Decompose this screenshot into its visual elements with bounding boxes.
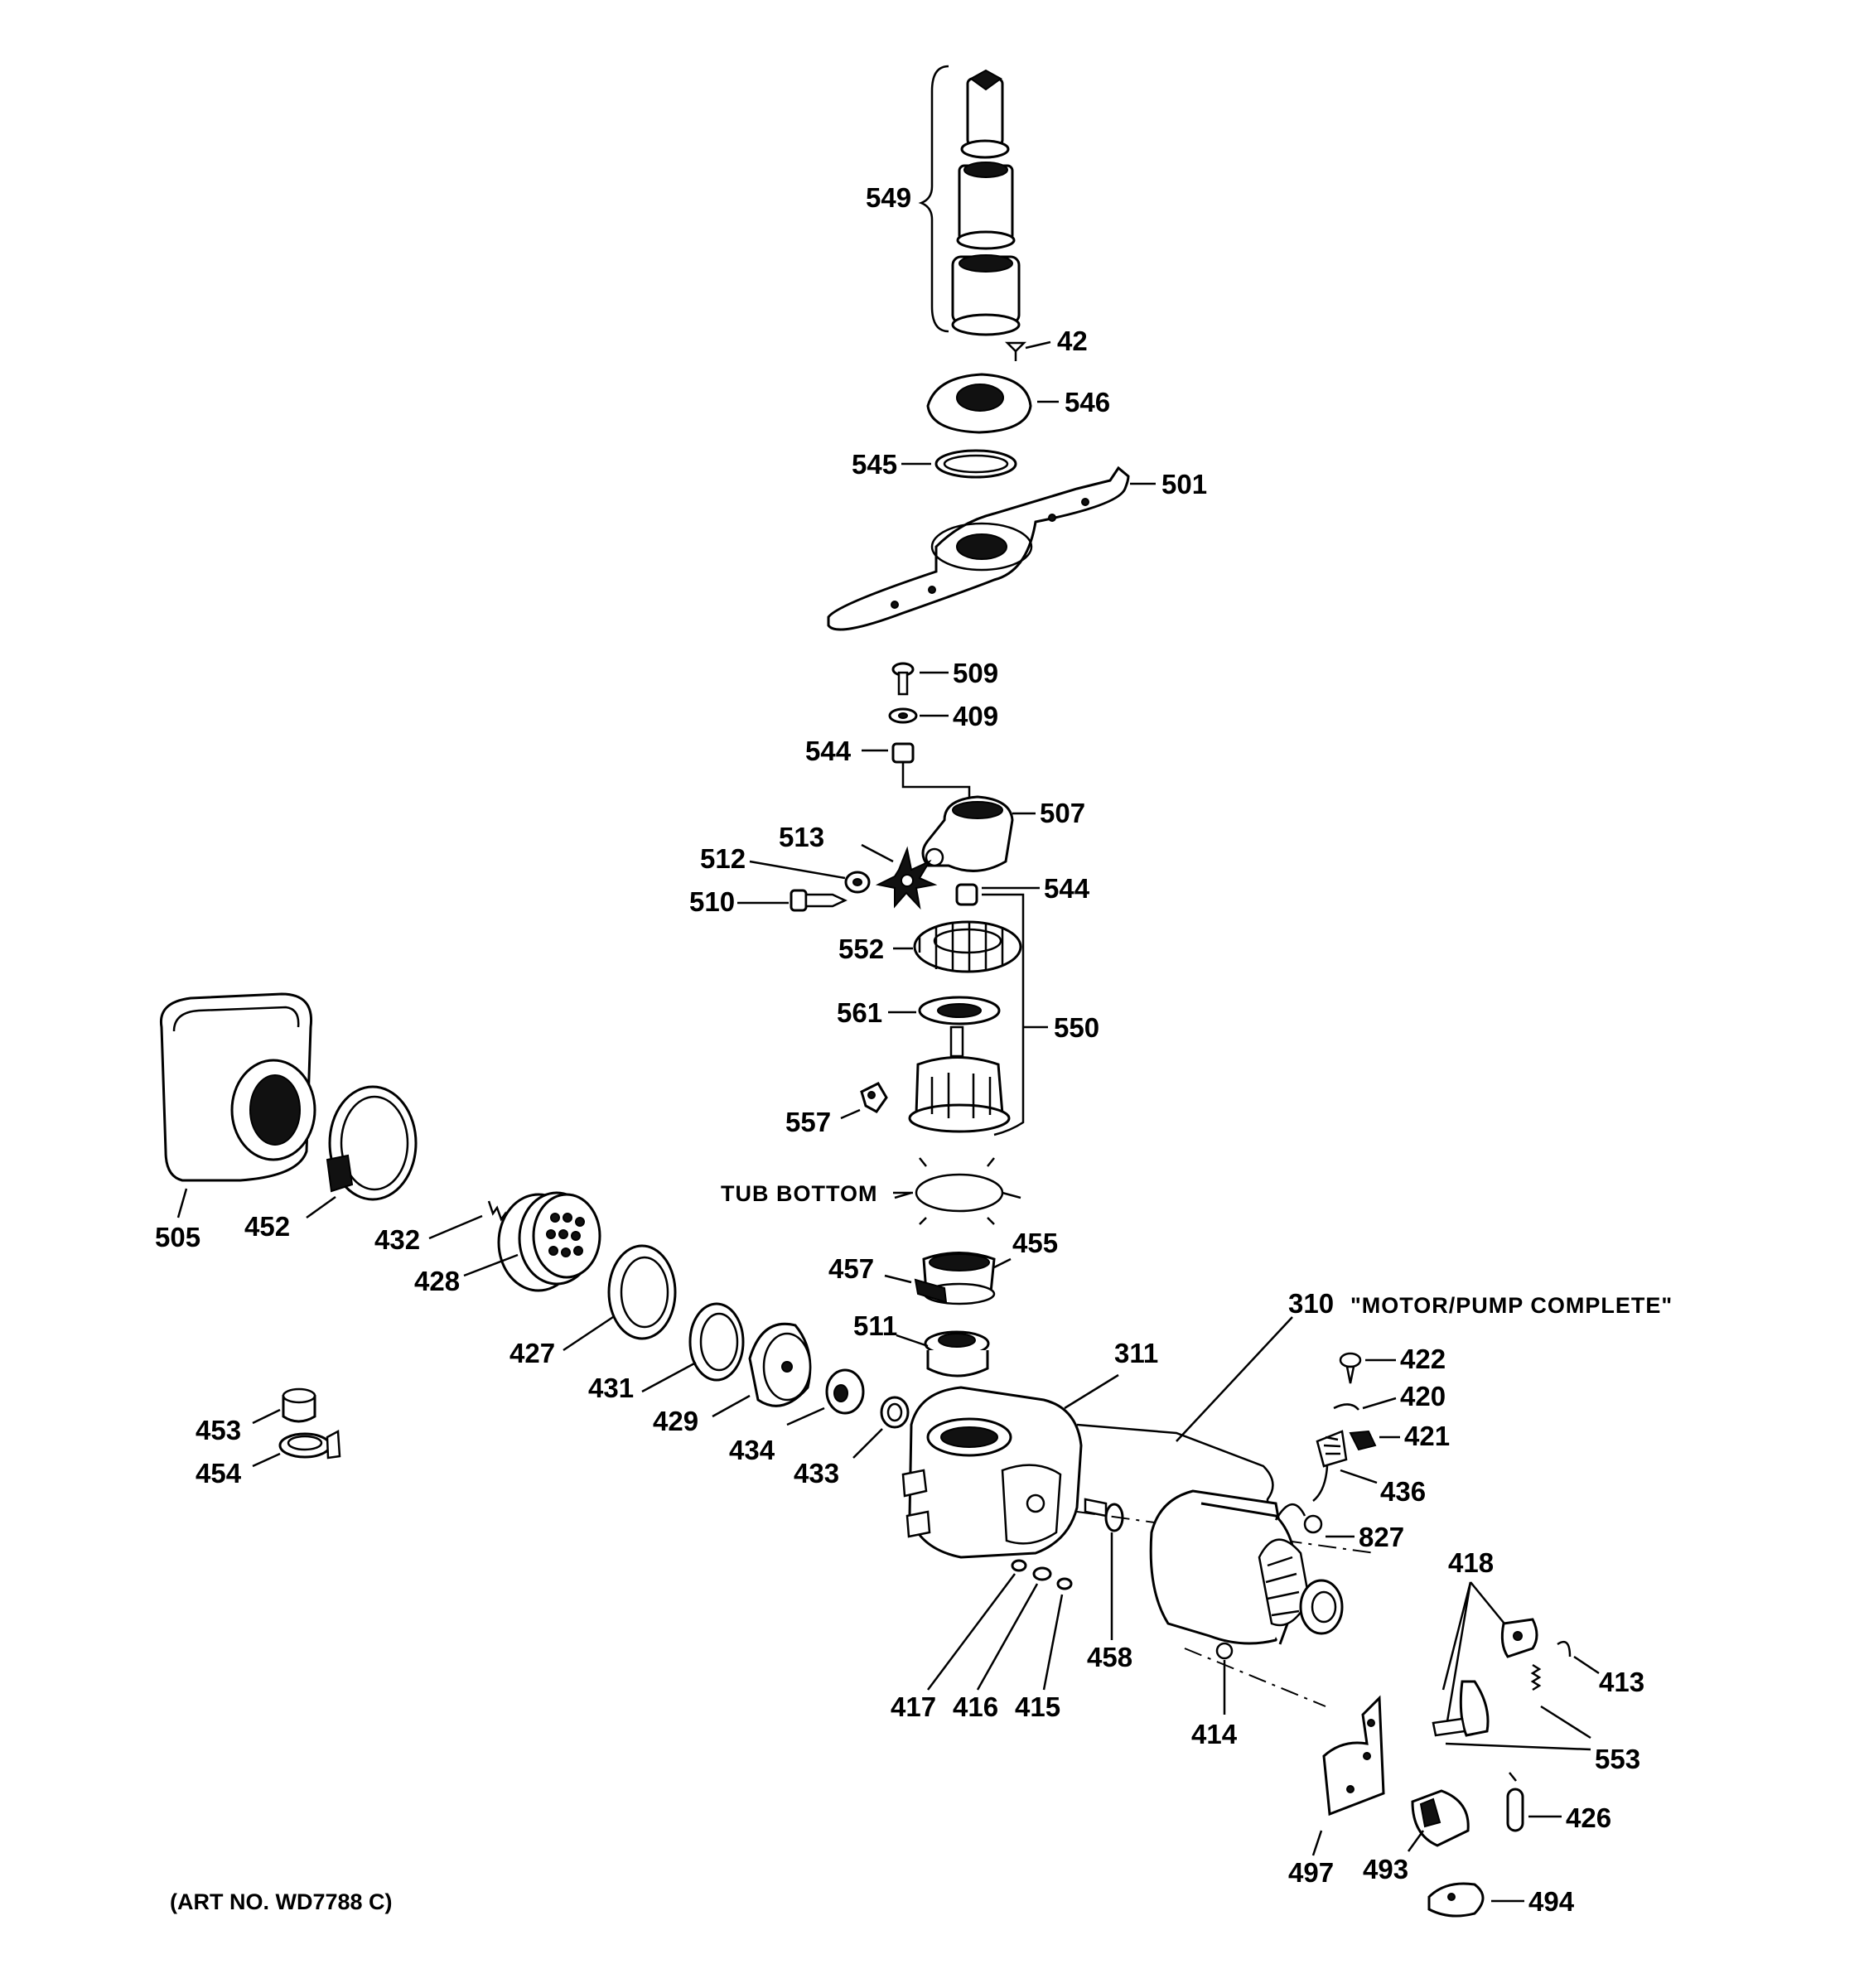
callout-416: 416 xyxy=(953,1691,998,1722)
callout-415: 415 xyxy=(1015,1691,1060,1722)
part-550-pump-housing xyxy=(908,1025,1011,1133)
part-549-tube-assembly xyxy=(918,65,1021,336)
callout-553: 553 xyxy=(1595,1744,1640,1774)
part-432-spring xyxy=(428,1200,511,1240)
part-429-cover xyxy=(712,1322,812,1418)
callout-507: 507 xyxy=(1040,798,1085,828)
part-311-pump-body xyxy=(901,1373,1119,1559)
callout-552: 552 xyxy=(838,934,884,964)
callout-512: 512 xyxy=(700,843,746,874)
callout-509: 509 xyxy=(953,658,998,688)
part-552-gear-ring xyxy=(893,920,1022,973)
callout-453: 453 xyxy=(196,1415,241,1445)
callout-420: 420 xyxy=(1400,1381,1446,1411)
callout-427: 427 xyxy=(509,1338,555,1368)
callout-311: 311 xyxy=(1114,1338,1158,1368)
part-458-screw xyxy=(1084,1498,1124,1640)
callout-409: 409 xyxy=(953,701,998,731)
part-513-gear xyxy=(861,843,938,910)
part-550-bracket xyxy=(982,893,1025,1136)
part-507-hub xyxy=(921,795,1036,872)
part-457-clamp xyxy=(884,1274,948,1304)
callout-493: 493 xyxy=(1363,1854,1408,1884)
part-561-washer xyxy=(888,996,1001,1025)
callout-497: 497 xyxy=(1288,1857,1334,1888)
callout-561: 561 xyxy=(837,997,882,1028)
callout-432: 432 xyxy=(374,1224,420,1255)
callout-455: 455 xyxy=(1012,1228,1058,1258)
part-544-nut-upper xyxy=(862,742,971,797)
tub-bottom-label: TUB BOTTOM xyxy=(721,1181,877,1206)
part-509-screw xyxy=(891,662,949,696)
callout-421: 421 xyxy=(1404,1421,1450,1451)
part-493-switch xyxy=(1407,1789,1470,1852)
part-434-impeller xyxy=(786,1368,865,1426)
callout-428: 428 xyxy=(414,1266,460,1296)
callout-549: 549 xyxy=(866,182,911,213)
callout-458: 458 xyxy=(1087,1642,1132,1672)
callout-422: 422 xyxy=(1400,1344,1446,1374)
part-310-motor xyxy=(1149,1489,1344,1715)
part-510-shaft-screw xyxy=(737,889,847,912)
part-42-screw xyxy=(1004,340,1051,361)
callout-413: 413 xyxy=(1599,1667,1644,1697)
callout-545: 545 xyxy=(852,449,897,480)
callout-510: 510 xyxy=(689,886,735,917)
callout-494: 494 xyxy=(1528,1886,1575,1917)
part-512-washer xyxy=(749,860,871,894)
art-number: (ART NO. WD7788 C) xyxy=(170,1889,393,1914)
part-453-cap xyxy=(252,1387,316,1425)
motor-pump-complete-note: "MOTOR/PUMP COMPLETE" xyxy=(1350,1293,1673,1318)
part-505-inlet-housing xyxy=(159,992,316,1218)
callout-418: 418 xyxy=(1448,1547,1494,1578)
part-501-wash-arm xyxy=(827,466,1156,631)
callout-511: 511 xyxy=(853,1310,897,1341)
part-422-screw xyxy=(1339,1352,1396,1384)
callout-557: 557 xyxy=(785,1107,831,1137)
callout-429: 429 xyxy=(653,1406,698,1436)
callout-434: 434 xyxy=(729,1435,775,1465)
callout-414: 414 xyxy=(1191,1719,1238,1749)
callout-546: 546 xyxy=(1065,387,1110,417)
part-433-seal xyxy=(852,1396,910,1459)
part-426-pin xyxy=(1506,1772,1562,1832)
callout-436: 436 xyxy=(1380,1476,1426,1507)
part-418-switch-assembly xyxy=(1432,1581,1600,1751)
part-452-clamp xyxy=(306,1085,418,1219)
callout-417: 417 xyxy=(891,1691,936,1722)
callout-452: 452 xyxy=(244,1211,290,1242)
part-428-filter xyxy=(463,1191,601,1292)
callout-544-upper: 544 xyxy=(805,736,852,766)
callout-426: 426 xyxy=(1566,1802,1611,1833)
part-544-nut-lower xyxy=(955,883,1040,906)
callout-454: 454 xyxy=(196,1458,242,1489)
part-557-clip xyxy=(840,1082,888,1120)
part-417-416-415-hardware xyxy=(927,1559,1073,1691)
callout-505: 505 xyxy=(155,1222,200,1252)
callout-431: 431 xyxy=(588,1373,634,1403)
callout-827: 827 xyxy=(1359,1522,1404,1552)
part-409-washer xyxy=(888,707,949,724)
part-494-cover xyxy=(1427,1882,1524,1918)
callout-433: 433 xyxy=(794,1458,839,1489)
callout-550: 550 xyxy=(1054,1012,1099,1043)
callout-42: 42 xyxy=(1057,326,1088,356)
callout-513: 513 xyxy=(779,822,824,852)
callout-310: 310 xyxy=(1288,1288,1334,1319)
callout-457: 457 xyxy=(828,1253,874,1284)
part-827-screw xyxy=(1303,1514,1355,1538)
part-454-clamp xyxy=(252,1429,341,1468)
part-497-bracket xyxy=(1311,1695,1385,1856)
callout-544-lower: 544 xyxy=(1044,873,1090,904)
part-546-bearing xyxy=(926,373,1059,434)
tub-bottom-ring xyxy=(893,1157,1021,1225)
part-427-ring xyxy=(563,1244,677,1352)
part-511-gasket xyxy=(896,1330,990,1378)
part-545-ring xyxy=(901,449,1017,479)
part-420-421-436-spring xyxy=(1312,1397,1400,1502)
part-431-ring xyxy=(641,1302,745,1393)
callout-501: 501 xyxy=(1161,469,1207,499)
